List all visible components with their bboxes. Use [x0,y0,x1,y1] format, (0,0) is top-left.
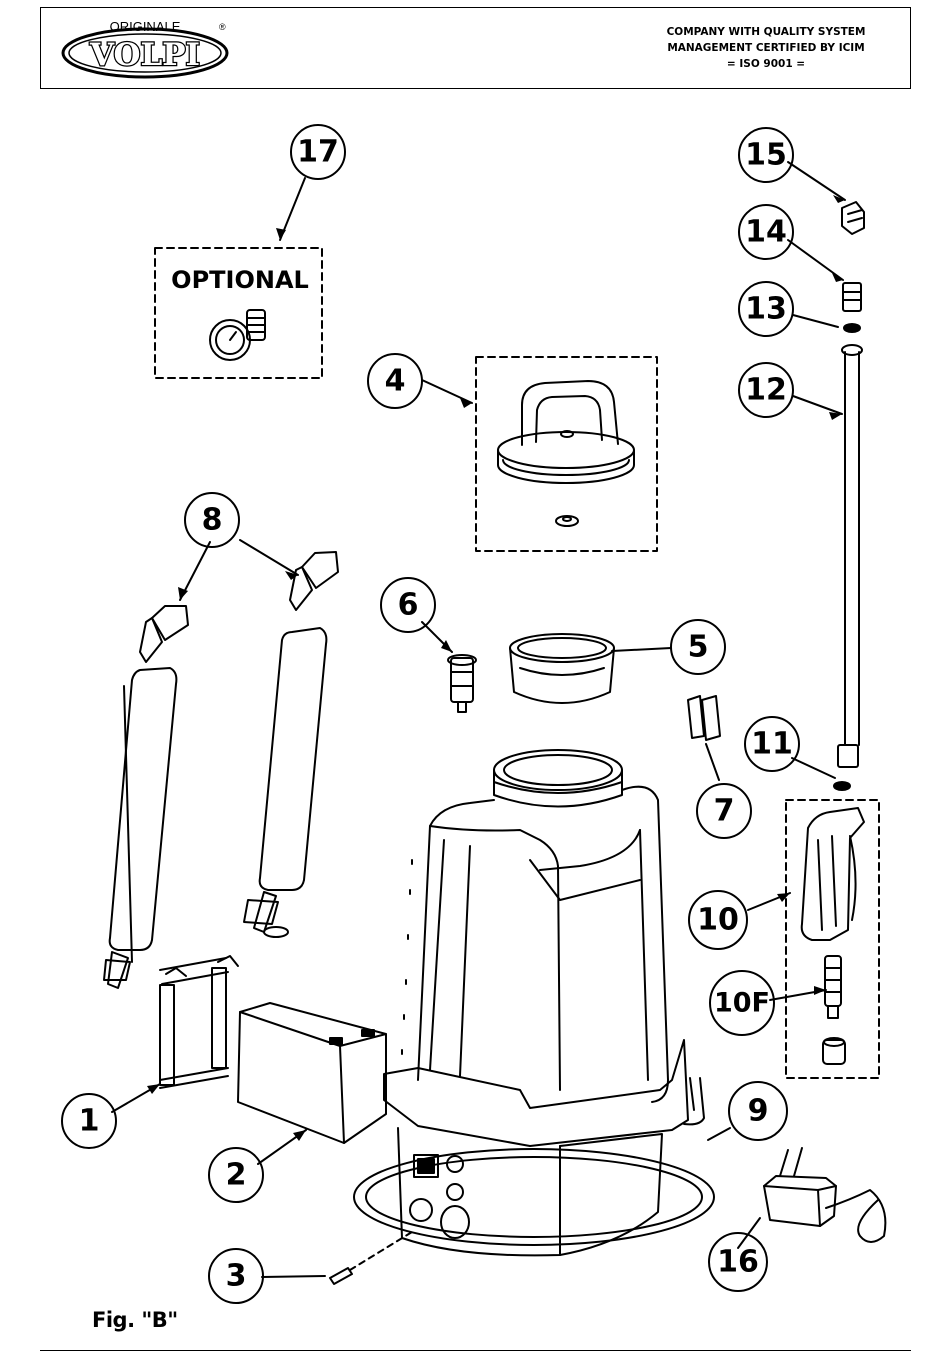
nozzle-cap-drawing [842,202,864,234]
shoulder-strap-right [244,552,338,937]
pressure-gauge-drawing [210,310,265,360]
footer-rule [40,1350,911,1351]
callout-number: 10 [697,903,739,938]
callout-number: 3 [226,1259,247,1294]
callout-number: 17 [297,135,339,170]
sprayer-tank-drawing [354,750,714,1255]
callout-number: 9 [748,1094,769,1129]
battery-charger-drawing [764,1148,885,1242]
callout-number: 4 [385,364,406,399]
callout-number: 15 [745,138,787,173]
nozzle-body-drawing [843,283,861,311]
callout-number: 5 [688,630,709,665]
filter-drawing [448,655,476,712]
shoulder-strap-left [104,606,188,988]
figure-caption: Fig. "B" [92,1308,178,1332]
lance-clip-drawing [688,696,720,740]
battery-bracket-drawing [160,956,238,1088]
callout-number: 2 [226,1158,247,1193]
callout-number: 6 [398,588,419,623]
callout-number: 13 [745,292,787,327]
callout-number: 16 [717,1245,759,1280]
callout-labels: 17 15 14 13 12 4 8 6 5 11 7 10 10F 1 2 9… [79,135,793,1294]
optional-label: OPTIONAL [171,266,309,294]
callout-number: 12 [745,373,787,408]
fuse-drawing [330,1268,352,1284]
battery-drawing [238,1003,386,1143]
trigger-filter-drawing [823,956,845,1064]
strainer-ring-drawing [510,634,614,703]
tank-lid-drawing [498,381,634,526]
callout-number: 8 [202,503,223,538]
callout-number: 11 [751,727,793,762]
callout-number: 10F [714,988,770,1019]
callout-number: 14 [745,215,787,250]
callout-number: 7 [714,794,735,829]
callout-number: 1 [79,1104,100,1139]
nozzle-washer-drawing [844,324,860,332]
trigger-valve-drawing [802,808,864,940]
